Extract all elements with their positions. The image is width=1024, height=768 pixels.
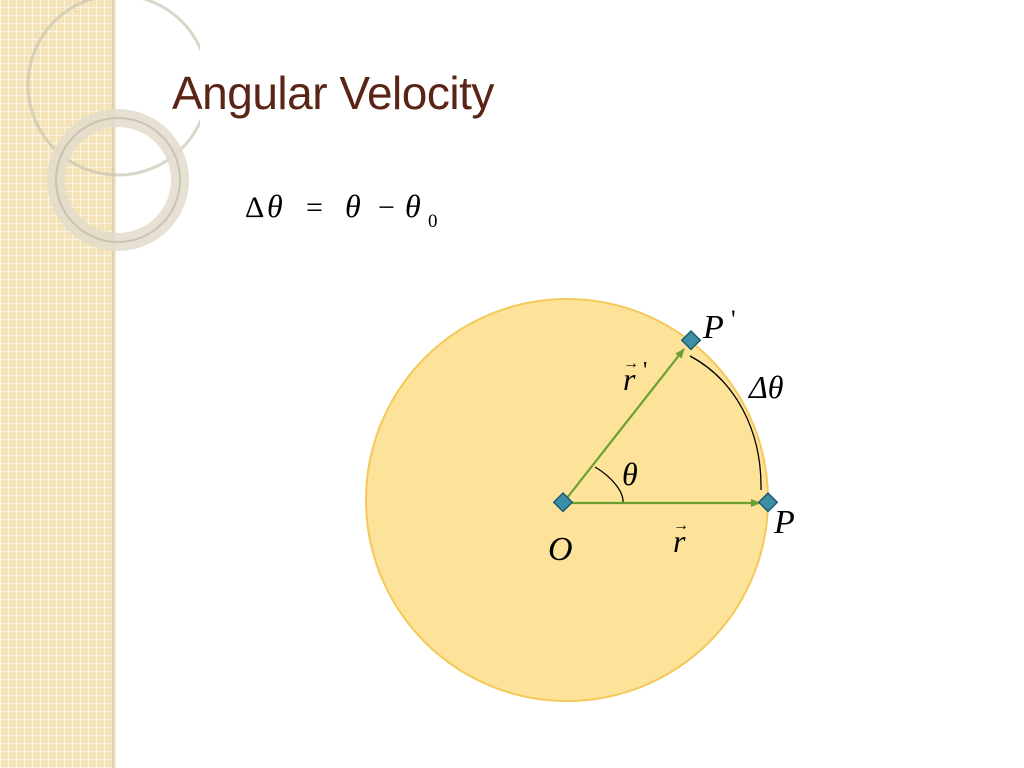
vector-r-prime-label: r [623,361,636,397]
slide-title: Angular Velocity [172,67,494,119]
equation-theta-1: θ [267,188,283,224]
point-p-prime-mark: ' [731,305,736,334]
deco-ring-small-inner [55,117,181,243]
vector-r-label: r [673,523,686,559]
vector-r-prime [562,348,685,504]
equation-theta-2: θ [345,188,361,224]
origin-marker [552,492,574,513]
equation-equals: = [306,191,323,224]
deco-ring-large [26,0,200,177]
equation: Δ θ = θ − θ 0 [245,188,438,232]
vector-r-arrow: → [673,517,689,534]
vector-r-prime-arrow: → [623,355,639,372]
point-p-prime-label: P [702,309,724,346]
decorative-rings [26,0,200,251]
equation-theta-3: θ [405,188,421,224]
theta-angle-arc [594,466,624,504]
point-p-label: P [773,504,795,541]
equation-delta: Δ [245,191,264,224]
vector-r-prime-mark: ' [643,358,647,384]
origin-label: O [548,531,573,568]
point-p-marker [757,492,779,513]
equation-subscript-zero: 0 [428,211,438,232]
delta-theta-arc [689,355,762,491]
delta-theta-label: Δθ [747,369,784,405]
sidebar-edge [112,0,116,768]
equation-minus: − [378,191,395,224]
theta-label: θ [622,456,638,492]
point-p-prime-marker [680,330,702,351]
